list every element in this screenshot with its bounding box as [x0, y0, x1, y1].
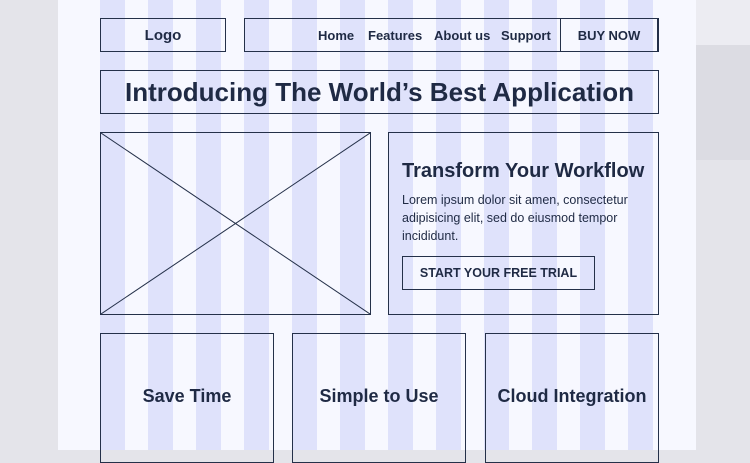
- image-placeholder-icon: [100, 132, 371, 315]
- top-nav: Home Features About us Support BUY NOW: [244, 18, 659, 52]
- grid-column: [100, 0, 125, 450]
- page-title: Introducing The World’s Best Application: [125, 76, 634, 107]
- cta-panel: Transform Your Workflow Lorem ipsum dolo…: [388, 132, 659, 315]
- grid-column: [532, 0, 557, 450]
- cta-description: Lorem ipsum dolor sit amen, consectetur …: [402, 193, 628, 243]
- grid-column: [244, 0, 269, 450]
- grid-column: [148, 0, 173, 450]
- background-texture: [696, 45, 750, 160]
- grid-column: [196, 0, 221, 450]
- feature-card-label: Cloud Integration: [497, 385, 647, 406]
- grid-column: [580, 0, 605, 450]
- feature-card[interactable]: Simple to Use: [292, 333, 466, 463]
- grid-column: [436, 0, 461, 450]
- grid-column: [340, 0, 365, 450]
- feature-card-label: Simple to Use: [319, 385, 439, 406]
- nav-home-link[interactable]: Home: [318, 27, 355, 43]
- start-free-trial-button[interactable]: START YOUR FREE TRIAL: [402, 256, 595, 290]
- grid-column: [292, 0, 317, 450]
- cta-title: Transform Your Workflow: [402, 160, 645, 182]
- feature-card[interactable]: Cloud Integration: [485, 333, 659, 463]
- grid-column: [484, 0, 509, 450]
- nav-features-link[interactable]: Features: [368, 27, 423, 43]
- image-placeholder: [100, 132, 371, 315]
- wireframe-page: [58, 0, 696, 450]
- buy-now-button[interactable]: BUY NOW: [560, 18, 658, 52]
- column-grid: [100, 0, 658, 450]
- logo[interactable]: Logo: [100, 18, 226, 52]
- background-texture: [696, 0, 750, 45]
- grid-column: [388, 0, 413, 450]
- feature-card[interactable]: Save Time: [100, 333, 274, 463]
- nav-support-link[interactable]: Support: [501, 27, 551, 43]
- feature-card-label: Save Time: [142, 385, 232, 406]
- nav-about-link[interactable]: About us: [434, 27, 491, 43]
- grid-column: [628, 0, 653, 450]
- logo-label: Logo: [144, 26, 182, 44]
- hero-banner: Introducing The World’s Best Application: [100, 70, 659, 114]
